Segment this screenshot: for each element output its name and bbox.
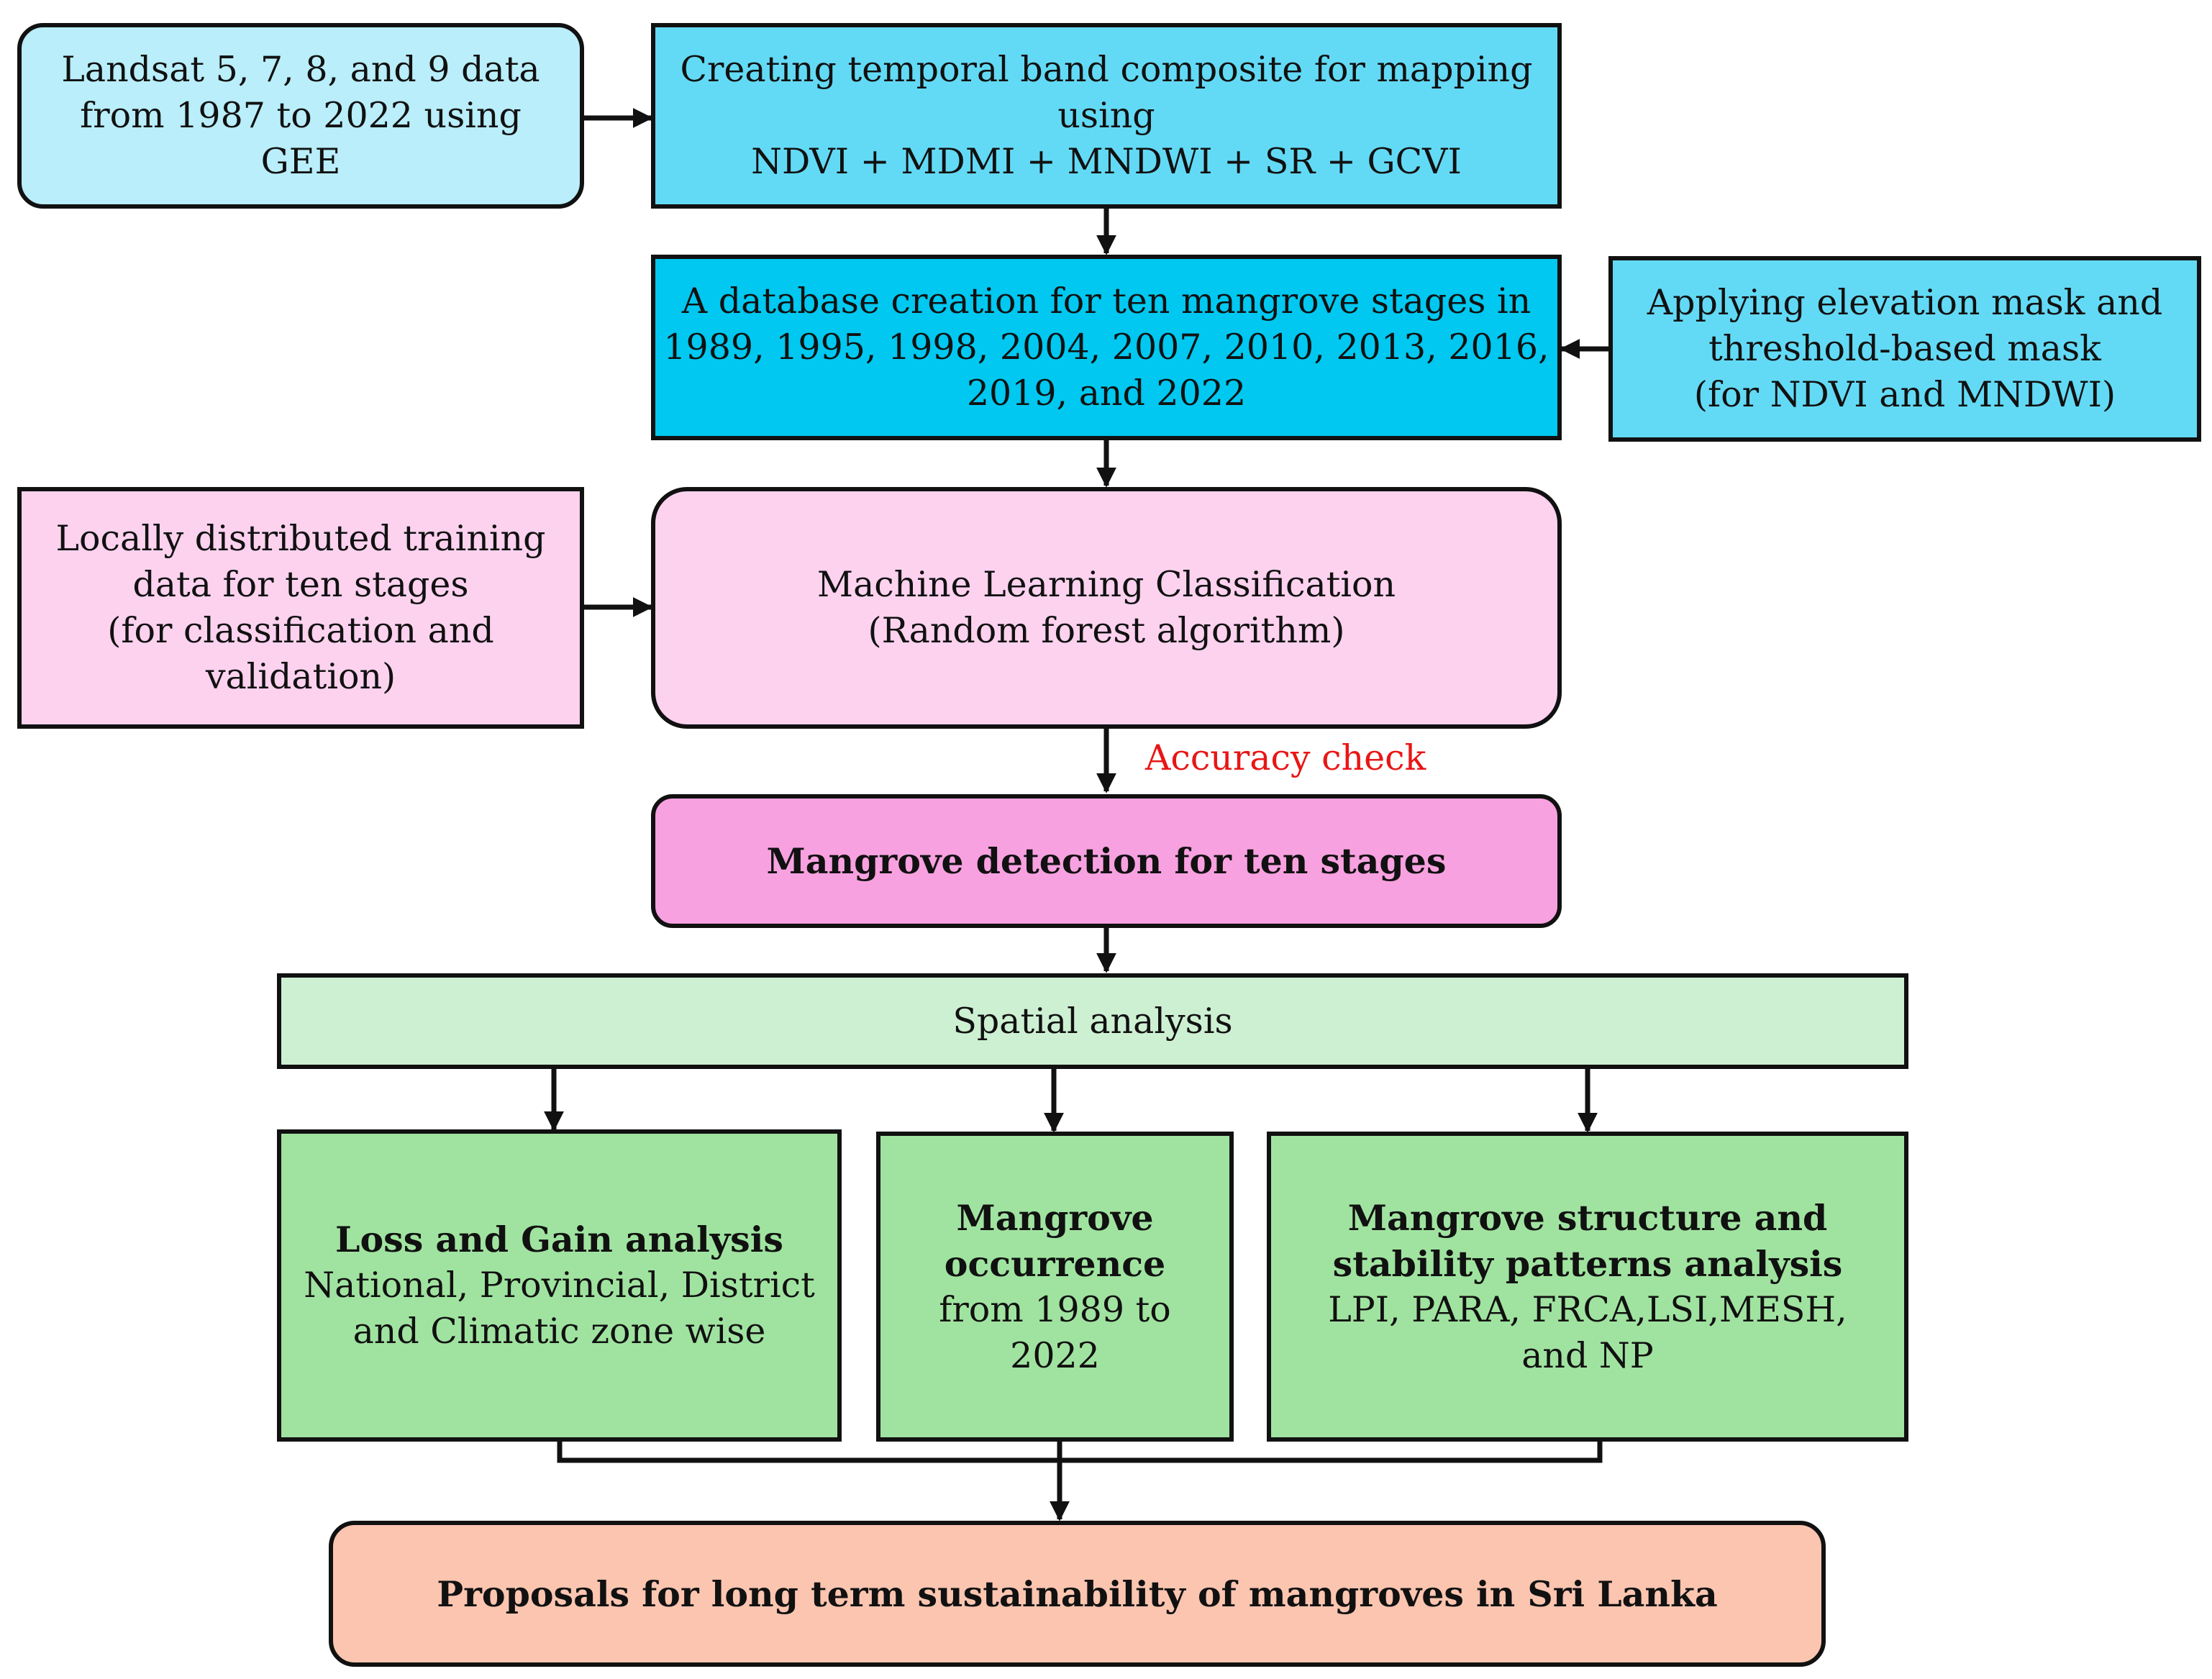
node-text-line: from 1989 to <box>939 1288 1171 1330</box>
node-text-line: A database creation for ten mangrove sta… <box>681 281 1531 322</box>
node-title: Mangrove structure and <box>1347 1196 1828 1239</box>
spatial-analysis-node: Spatial analysis <box>277 973 1908 1069</box>
node-title: stability patterns analysis <box>1332 1242 1843 1285</box>
proposals-node: Proposals for long term sustainability o… <box>329 1521 1826 1667</box>
elevation-mask-node: Applying elevation mask and threshold-ba… <box>1608 256 2201 442</box>
node-title: Mangrove <box>956 1196 1154 1239</box>
node-text-line: validation) <box>205 656 396 697</box>
node-text-line: Creating temporal band composite for map… <box>680 49 1533 90</box>
node-text-line: from 1987 to 2022 using <box>80 95 522 136</box>
accuracy-check-label: Accuracy check <box>1145 737 1426 778</box>
loss-gain-node: Loss and Gain analysis National, Provinc… <box>277 1129 842 1442</box>
node-text-line: (Random forest algorithm) <box>868 610 1345 651</box>
node-text-line: (for NDVI and MNDWI) <box>1693 374 2116 415</box>
node-title: Spatial analysis <box>952 1000 1233 1042</box>
node-text-line: 2022 <box>1010 1334 1100 1376</box>
ml-classification-node: Machine Learning Classification (Random … <box>651 487 1562 729</box>
node-text-line: GEE <box>260 141 341 182</box>
node-text-line: and Climatic zone wise <box>352 1311 766 1352</box>
node-text-line: Applying elevation mask and <box>1647 282 2163 323</box>
node-text-line: LPI, PARA, FRCA,LSI,MESH, <box>1328 1288 1847 1330</box>
structure-stability-node: Mangrove structure and stability pattern… <box>1267 1132 1908 1442</box>
node-text-line: Landsat 5, 7, 8, and 9 data <box>61 49 540 90</box>
merge-bracket <box>557 1440 1603 1463</box>
node-title: Mangrove detection for ten stages <box>766 840 1447 882</box>
node-title: Loss and Gain analysis <box>335 1219 783 1260</box>
node-title: occurrence <box>944 1242 1166 1285</box>
node-text-line: NDVI + MDMI + MNDWI + SR + GCVI <box>751 141 1462 182</box>
database-creation-node: A database creation for ten mangrove sta… <box>651 255 1562 440</box>
node-text-line: Locally distributed training <box>55 518 546 559</box>
band-composite-node: Creating temporal band composite for map… <box>651 23 1562 209</box>
mangrove-detection-node: Mangrove detection for ten stages <box>651 794 1562 928</box>
node-title: Proposals for long term sustainability o… <box>437 1573 1718 1615</box>
node-text-line: 1989, 1995, 1998, 2004, 2007, 2010, 2013… <box>663 327 1549 368</box>
node-text-line: and NP <box>1521 1334 1654 1376</box>
node-text-line: (for classification and <box>107 610 494 651</box>
mangrove-occurrence-node: Mangrove occurrence from 1989 to 2022 <box>876 1132 1234 1442</box>
landsat-data-node: Landsat 5, 7, 8, and 9 data from 1987 to… <box>17 23 584 209</box>
training-data-node: Locally distributed training data for te… <box>17 487 584 729</box>
node-text-line: National, Provincial, District <box>304 1265 815 1306</box>
node-text-line: using <box>1057 95 1155 136</box>
node-text-line: Machine Learning Classification <box>816 564 1396 605</box>
node-text-line: threshold-based mask <box>1708 328 2101 369</box>
node-text-line: data for ten stages <box>132 564 469 605</box>
node-text-line: 2019, and 2022 <box>966 373 1247 414</box>
